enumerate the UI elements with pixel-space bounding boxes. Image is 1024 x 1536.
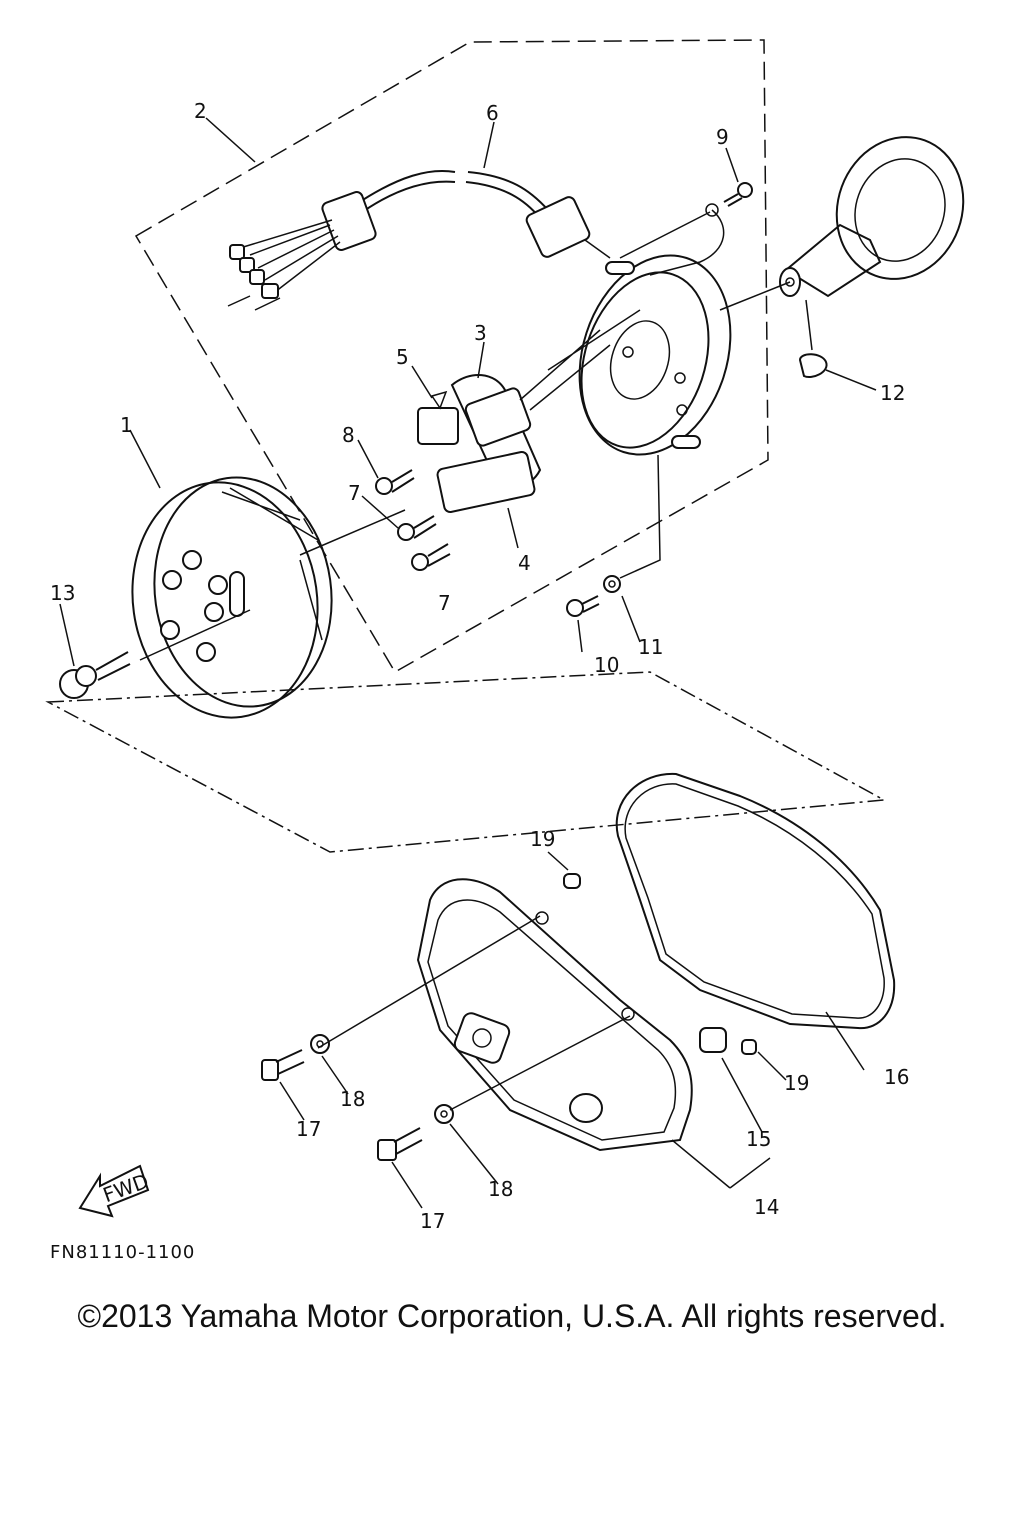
wire-harness: [227, 169, 611, 311]
part-label: 17: [296, 1117, 321, 1141]
part-labels: 1 2 3 4 5 6 7 7 8 9 10 11 12 13 14 15 16…: [50, 99, 909, 1233]
part-label: 3: [474, 321, 487, 345]
part-label: 17: [420, 1209, 445, 1233]
gasket-inner: [624, 783, 885, 1019]
part-label: 6: [486, 101, 499, 125]
part-label: 11: [638, 635, 663, 659]
flywheel: [131, 476, 333, 719]
part-label: 9: [716, 125, 729, 149]
dowel-pins: [563, 873, 757, 1055]
part-label: 19: [784, 1071, 809, 1095]
bolt-10-washer-11: [566, 575, 621, 617]
ground-lead: [649, 209, 725, 276]
figure-code: FN81110-1100: [50, 1242, 195, 1263]
part-label: 1: [120, 413, 133, 437]
part-label: 16: [884, 1065, 909, 1089]
part-label: 19: [530, 827, 555, 851]
flywheel-nut: [59, 651, 131, 699]
part-label: 14: [754, 1195, 779, 1219]
part-label: 7: [438, 591, 451, 615]
bolt-9: [723, 182, 753, 207]
stator-base-plate: [578, 254, 732, 456]
part-label: 7: [348, 481, 361, 505]
copyright-notice: ©2013 Yamaha Motor Corporation, U.S.A. A…: [77, 1298, 947, 1334]
flywheel-cover: [416, 878, 693, 1152]
rotor-hub: [779, 136, 965, 298]
cover-bolts: [261, 1034, 454, 1161]
part-label: 8: [342, 423, 355, 447]
fwd-label: FWD: [100, 1169, 152, 1208]
coil-assembly: [417, 309, 641, 513]
stator-assembly-boundary: [134, 39, 769, 674]
part-label: 13: [50, 581, 75, 605]
woodruff-key: [798, 353, 828, 378]
part-label: 15: [746, 1127, 771, 1151]
fwd-arrow-icon: FWD: [78, 1164, 152, 1218]
part-label: 18: [340, 1087, 365, 1111]
part-label: 2: [194, 99, 207, 123]
gasket: [615, 772, 896, 1030]
part-label: 12: [880, 381, 905, 405]
part-label: 10: [594, 653, 619, 677]
part-label: 4: [518, 551, 531, 575]
ground-ring: [705, 203, 719, 217]
part-label: 18: [488, 1177, 513, 1201]
flywheel-boundary: [45, 671, 887, 853]
part-label: 5: [396, 345, 409, 369]
bolts-stator: [375, 469, 451, 571]
leader-lines: [59, 117, 877, 1209]
